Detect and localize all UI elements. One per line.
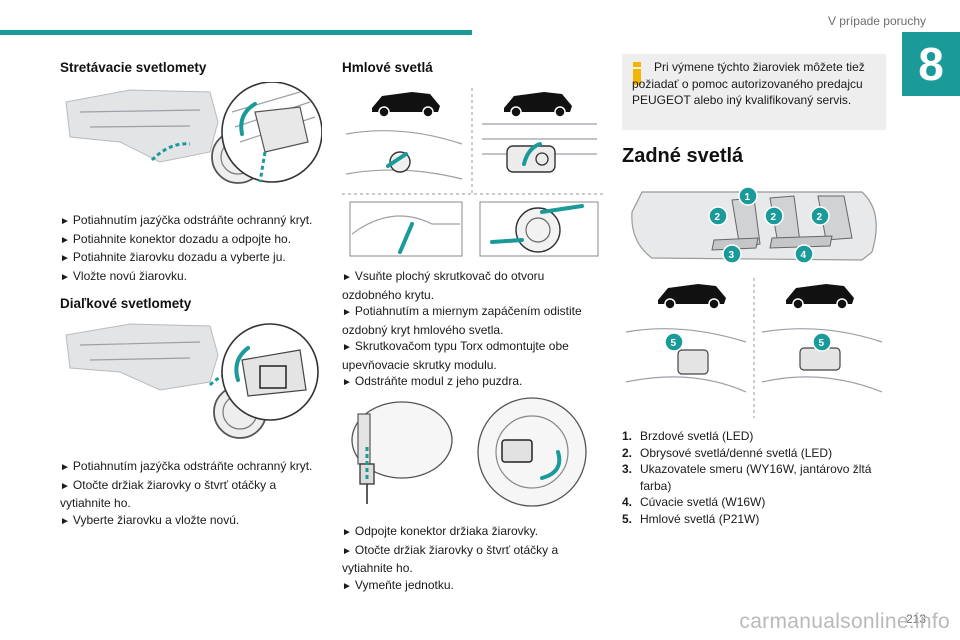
step-bullet: ►Potiahnite žiarovku dozadu a vyberte ju… [60, 250, 286, 264]
svg-text:2: 2 [817, 212, 823, 223]
step-bullet: ►Otočte držiak žiarovky o štvrť otáčky a… [60, 477, 277, 511]
car-silhouette-right [786, 284, 854, 310]
fog-bulb-steps: ►Odpojte konektor držiaka žiarovky. ►Oto… [342, 523, 604, 595]
callout-2: 2 [764, 206, 784, 226]
callout-1: 1 [738, 186, 758, 206]
fog-removal-steps: ►Vsuňte plochý skrutkovač do otvoru ozdo… [342, 268, 604, 392]
car-silhouette-left [372, 92, 440, 118]
illustration-high-beam [60, 320, 322, 448]
step-bullet: ►Vyberte žiarovku a vložte novú. [60, 512, 240, 527]
illustration-fog-bulb [342, 392, 604, 512]
step-bullet: ►Vsuňte plochý skrutkovač do otvoru ozdo… [342, 269, 545, 302]
high-beam-steps: ►Potiahnutím jazýčka odstráňte ochranný … [60, 458, 322, 530]
svg-text:3: 3 [729, 250, 735, 261]
step-bullet: ►Odstráňte modul z jeho puzdra. [342, 374, 523, 388]
svg-text:2: 2 [771, 212, 777, 223]
car-silhouette-left [658, 284, 726, 310]
info-text: Pri výmene týchto žiaroviek môžete tiež … [632, 60, 865, 107]
callout-3: 3 [722, 244, 742, 264]
legend-item: 5.Hmlové svetlá (P21W) [622, 511, 760, 526]
watermark-link[interactable]: carmanualsonline.info [739, 610, 950, 633]
heading-low-beam: Stretávacie svetlomety [60, 60, 207, 75]
low-beam-steps: ►Potiahnutím jazýčka odstráňte ochranný … [60, 212, 322, 286]
legend-item: 3.Ukazovatele smeru (WY16W, jantárovo žl… [622, 462, 872, 493]
section-title: V prípade poruchy [827, 14, 926, 28]
svg-text:2: 2 [715, 212, 721, 223]
step-bullet: ►Skrutkovačom typu Torx odmontujte obe u… [342, 339, 569, 372]
heading-rear-lights: Zadné svetlá [622, 145, 744, 167]
header-accent-bar [0, 30, 472, 35]
step-bullet: ►Potiahnutím jazýčka odstráňte ochranný … [60, 213, 313, 227]
legend-item: 4.Cúvacie svetlá (W16W) [622, 495, 766, 509]
legend-item: 1.Brzdové svetlá (LED) [622, 429, 754, 443]
info-note: Pri výmene týchto žiaroviek môžete tiež … [622, 54, 886, 130]
svg-text:4: 4 [801, 250, 807, 261]
car-silhouette-right [504, 92, 572, 118]
chapter-number: 8 [902, 32, 960, 96]
legend-item: 2.Obrysové svetlá/denné svetlá (LED) [622, 445, 833, 460]
callout-2: 2 [708, 206, 728, 226]
callout-2: 2 [810, 206, 830, 226]
info-icon [632, 62, 642, 85]
heading-fog-lights: Hmlové svetlá [342, 60, 433, 75]
svg-text:1: 1 [745, 192, 751, 203]
step-bullet: ►Vložte novú žiarovku. [60, 268, 187, 283]
illustration-low-beam [60, 82, 322, 202]
callout-5: 5 [664, 332, 684, 352]
illustration-rear-lights: 1 2 2 2 3 4 5 5 [622, 182, 886, 422]
step-bullet: ►Vymeňte jednotku. [342, 577, 454, 592]
step-bullet: ►Otočte držiak žiarovky o štvrť otáčky a… [342, 542, 559, 576]
rear-lights-legend: 1.Brzdové svetlá (LED) 2.Obrysové svetlá… [622, 428, 886, 527]
illustration-fog-removal [342, 84, 604, 260]
svg-text:5: 5 [819, 338, 825, 349]
page-number: 213 [905, 612, 926, 626]
svg-text:5: 5 [671, 338, 677, 349]
callout-4: 4 [794, 244, 814, 264]
step-bullet: ►Potiahnutím a miernym zapáčením odistit… [342, 304, 582, 337]
callout-5: 5 [812, 332, 832, 352]
step-bullet: ►Potiahnite konektor dozadu a odpojte ho… [60, 231, 292, 246]
step-bullet: ►Potiahnutím jazýčka odstráňte ochranný … [60, 459, 313, 473]
heading-high-beam: Diaľkové svetlomety [60, 296, 192, 311]
step-bullet: ►Odpojte konektor držiaka žiarovky. [342, 524, 539, 538]
